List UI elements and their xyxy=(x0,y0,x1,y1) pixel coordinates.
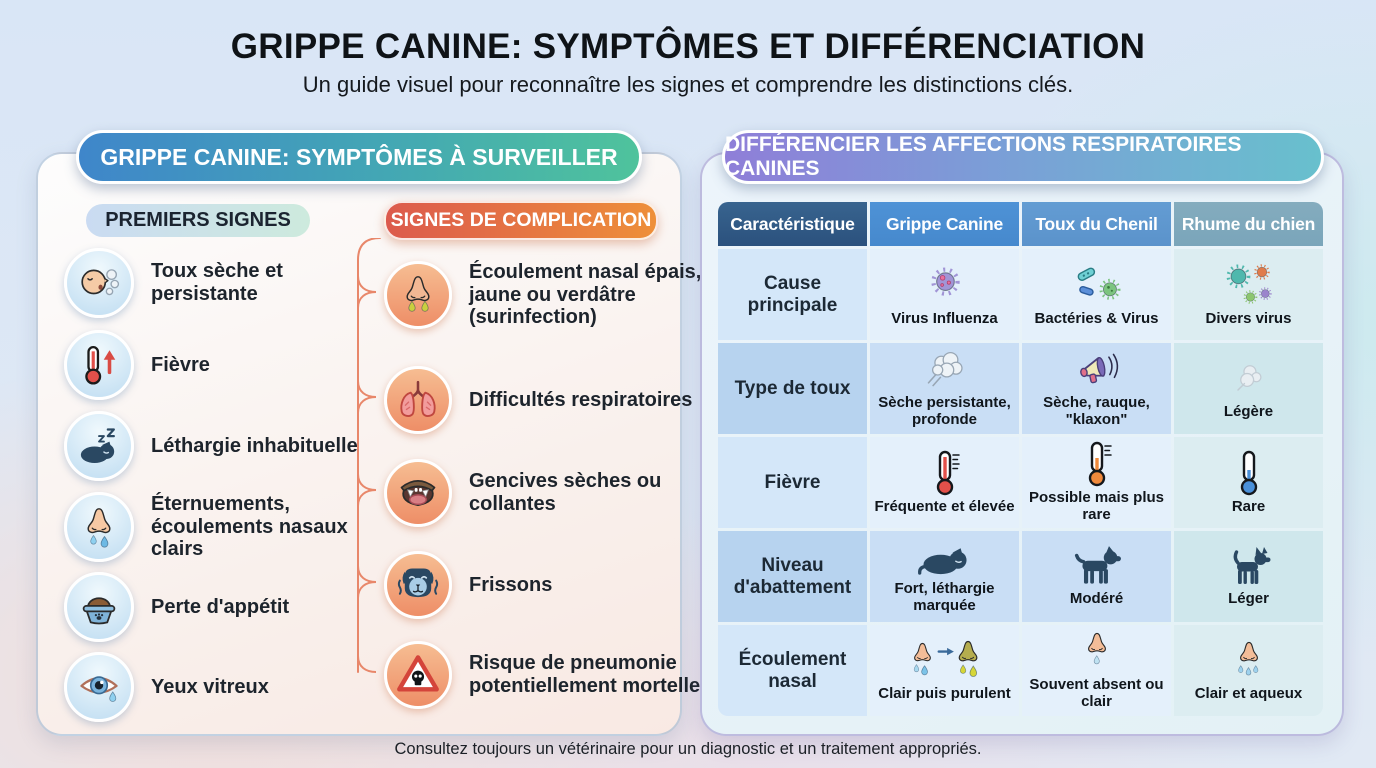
early-sign-label: Toux sèche et persistante xyxy=(151,260,283,305)
cell-caption: Fort, léthargie marquée xyxy=(894,580,995,614)
thermometer-orange-icon xyxy=(1088,442,1112,487)
column-header: Toux du Chenil xyxy=(1022,202,1171,246)
table-cell: Souvent absent ou clair xyxy=(1022,625,1171,716)
lungs-icon xyxy=(384,366,452,434)
teary-eye-icon xyxy=(64,652,134,722)
row-label: Écoulement nasal xyxy=(718,625,867,716)
cell-caption: Rare xyxy=(1231,497,1266,515)
table-cell: Clair puis purulent xyxy=(870,625,1019,716)
complication-signs-header: SIGNES DE COMPLICATION xyxy=(384,201,658,240)
cell-caption: Souvent absent ou clair xyxy=(1029,676,1164,710)
dog-gums-icon xyxy=(384,459,452,527)
cell-caption: Sèche persistante, profonde xyxy=(878,394,1011,428)
list-item: Difficultés respiratoires xyxy=(384,366,711,434)
comparison-panel: Caractéristique Grippe Canine Toux du Ch… xyxy=(700,152,1344,736)
complication-sign-label: Difficultés respiratoires xyxy=(469,388,693,411)
complication-connector-line xyxy=(357,238,381,673)
pneumonia-warning-icon xyxy=(384,641,452,709)
lying-dog-icon xyxy=(917,548,967,575)
nose-thick-discharge-icon xyxy=(384,261,452,329)
table-cell: Sèche persistante, profonde xyxy=(870,343,1019,434)
list-item: Léthargie inhabituelle xyxy=(64,411,363,481)
cell-caption: Virus Influenza xyxy=(891,309,998,327)
page-title: GRIPPE CANINE: SYMPTÔMES ET DIFFÉRENCIAT… xyxy=(230,27,1146,66)
nose-clear-to-purulent-icon xyxy=(913,640,977,677)
row-label: Fièvre xyxy=(718,437,867,528)
cell-caption: Sèche, rauque, "klaxon" xyxy=(1043,394,1150,428)
cough-puff-strong-icon xyxy=(927,352,963,387)
list-item: Écoulement nasal épais, jaune ou verdâtr… xyxy=(384,261,711,329)
cell-caption: Bactéries & Virus xyxy=(1034,309,1159,327)
list-item: Toux sèche et persistante xyxy=(64,248,363,318)
list-item: Risque de pneumonie potentiellement mort… xyxy=(384,641,711,709)
column-header: Caractéristique xyxy=(718,202,867,246)
cough-puff-light-icon xyxy=(1236,364,1262,391)
thermometer-blue-icon xyxy=(1240,450,1257,495)
table-cell: Possible mais plus rare xyxy=(1022,437,1171,528)
early-sign-label: Yeux vitreux xyxy=(151,675,269,698)
table-cell: Légère xyxy=(1174,343,1323,434)
nose-single-drop-icon xyxy=(1087,633,1106,665)
disclaimer-text: Consultez toujours un vétérinaire pour u… xyxy=(394,740,982,758)
cell-caption: Clair et aqueux xyxy=(1194,684,1303,702)
complication-sign-label: Écoulement nasal épais, jaune ou verdâtr… xyxy=(469,261,702,329)
right-panel-header: DIFFÉRENCIER LES AFFECTIONS RESPIRATOIRE… xyxy=(722,130,1324,184)
row-label: Niveau d'abattement xyxy=(718,531,867,622)
complication-sign-label: Gencives sèches ou collantes xyxy=(469,470,662,515)
list-item: Perte d'appétit xyxy=(64,572,363,642)
thermometer-red-icon xyxy=(936,450,960,495)
symptoms-panel: PREMIERS SIGNES Toux sèche et persistant… xyxy=(36,152,701,736)
megaphone-icon xyxy=(1079,353,1118,384)
table-cell: Rare xyxy=(1174,437,1323,528)
cell-caption: Possible mais plus rare xyxy=(1028,489,1165,523)
food-bowl-icon xyxy=(64,572,134,642)
left-panel-header: GRIPPE CANINE: SYMPTÔMES À SURVEILLER xyxy=(76,130,642,184)
early-sign-label: Fièvre xyxy=(151,353,210,376)
cell-caption: Fréquente et élevée xyxy=(874,497,1015,515)
table-cell: Fort, léthargie marquée xyxy=(870,531,1019,622)
row-label: Cause principale xyxy=(718,249,867,340)
list-item: Yeux vitreux xyxy=(64,652,363,722)
various-viruses-icon xyxy=(1226,263,1272,304)
standing-dog-icon xyxy=(1074,545,1121,584)
cell-caption: Léger xyxy=(1228,589,1269,607)
row-label: Type de toux xyxy=(718,343,867,434)
early-sign-label: Léthargie inhabituelle xyxy=(151,434,358,457)
early-sign-label: Éternuements, écoulements nasaux clairs xyxy=(151,493,348,561)
nose-clear-drip-icon xyxy=(64,492,134,562)
cell-caption: Clair puis purulent xyxy=(878,684,1011,702)
cell-caption: Modéré xyxy=(1069,589,1124,607)
table-cell: Modéré xyxy=(1022,531,1171,622)
table-cell: Clair et aqueux xyxy=(1174,625,1323,716)
nose-watery-icon xyxy=(1237,641,1258,676)
early-sign-label: Perte d'appétit xyxy=(151,595,290,618)
table-cell: Léger xyxy=(1174,531,1323,622)
thermometer-rising-icon xyxy=(64,330,134,400)
complication-sign-label: Risque de pneumonie potentiellement mort… xyxy=(469,652,701,697)
column-header: Rhume du chien xyxy=(1174,202,1323,246)
alert-dog-icon xyxy=(1233,546,1270,584)
list-item: Éternuements, écoulements nasaux clairs xyxy=(64,492,363,562)
coughing-person-icon xyxy=(64,248,134,318)
list-item: Fièvre xyxy=(64,330,363,400)
table-cell: Fréquente et élevée xyxy=(870,437,1019,528)
shivering-dog-icon xyxy=(384,551,452,619)
cell-caption: Divers virus xyxy=(1205,309,1292,327)
list-item: Frissons xyxy=(384,551,711,619)
page-subtitle: Un guide visuel pour reconnaître les sig… xyxy=(302,72,1074,97)
influenza-virus-icon xyxy=(921,262,969,308)
comparison-table: Caractéristique Grippe Canine Toux du Ch… xyxy=(718,202,1324,716)
column-header: Grippe Canine xyxy=(870,202,1019,246)
cell-caption: Légère xyxy=(1223,402,1274,420)
table-cell: Divers virus xyxy=(1174,249,1323,340)
early-signs-header: PREMIERS SIGNES xyxy=(86,204,310,237)
sleeping-dog-icon xyxy=(64,411,134,481)
table-cell: Bactéries & Virus xyxy=(1022,249,1171,340)
table-cell: Virus Influenza xyxy=(870,249,1019,340)
complication-sign-label: Frissons xyxy=(469,573,553,596)
bacteria-and-virus-icon xyxy=(1077,267,1120,300)
list-item: Gencives sèches ou collantes xyxy=(384,459,711,527)
table-cell: Sèche, rauque, "klaxon" xyxy=(1022,343,1171,434)
